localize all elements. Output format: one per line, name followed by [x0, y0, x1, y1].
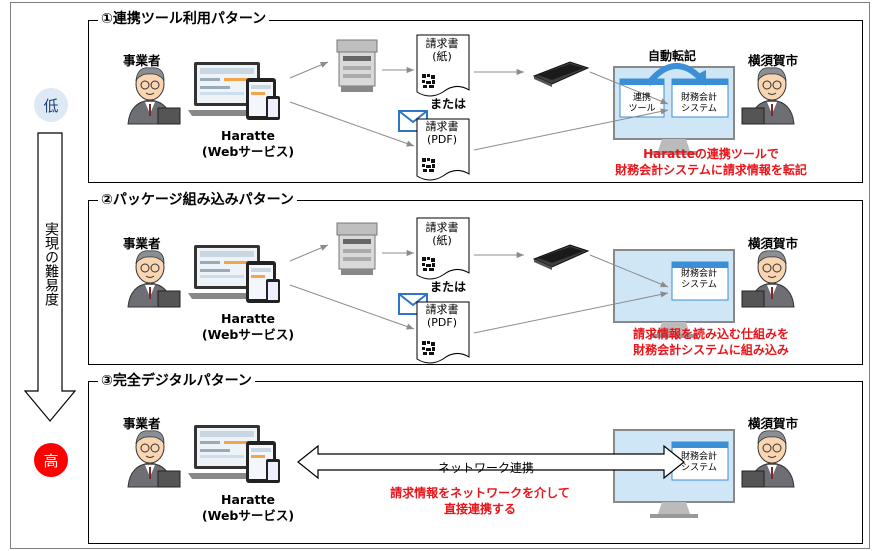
pattern2-note: 請求情報を読み込む仕組みを財務会計システムに組み込み [632, 327, 789, 357]
city-label-3: 横須賀市 [748, 416, 799, 431]
invoice-paper-doc-1 [416, 34, 470, 97]
accounting-window-text-3: 財務会計システム [680, 452, 717, 473]
difficulty-arrow [23, 132, 77, 422]
network-label: ネットワーク連携 [438, 461, 535, 475]
pattern3-title: ③完全デジタルパターン [98, 372, 255, 390]
invoice-paper-text-1: 請求書(紙) [425, 37, 459, 63]
business-label-1: 事業者 [123, 53, 161, 68]
city-monitor-2 [613, 249, 735, 338]
business-label-3: 事業者 [123, 416, 161, 431]
business-person-3 [127, 430, 181, 488]
invoice-paper-doc-2 [416, 217, 470, 280]
city-person-3 [741, 430, 795, 488]
city-person-2 [741, 250, 795, 308]
arrow-scanner-monitor-1 [589, 71, 669, 105]
service-label-3: Haratte(Webサービス) [201, 492, 295, 523]
arrow-printer-paper-2 [382, 249, 414, 257]
high-circle: 高 [34, 443, 68, 477]
invoice-paper-text-2: 請求書(紙) [425, 221, 459, 247]
service-label-2: Haratte(Webサービス) [201, 311, 295, 342]
arrow-pdf-monitor-2 [473, 291, 669, 334]
printer-1 [336, 39, 378, 92]
pattern2-title: ②パッケージ組み込みパターン [98, 191, 297, 209]
difficulty-label: 実現の難易度 [43, 222, 59, 306]
city-label-1: 横須賀市 [748, 53, 799, 68]
or-label-1: または [430, 97, 467, 111]
invoice-pdf-text-1: 請求書(PDF) [425, 120, 459, 146]
high-label: 高 [43, 451, 59, 470]
business-person-1 [127, 67, 181, 125]
arrow-pc-pdf-2 [289, 284, 415, 330]
printer-2 [336, 222, 378, 275]
arrow-pdf-monitor-1 [473, 108, 669, 151]
scanner-1 [532, 61, 590, 87]
arrow-pc-printer-2 [289, 244, 329, 262]
accounting-window-text-2: 財務会計システム [680, 269, 717, 290]
pattern1-note: Haratteの連携ツールで財務会計システムに請求情報を転記 [615, 147, 807, 177]
service-label-1: Haratte(Webサービス) [201, 128, 295, 159]
haratte-devices-3 [188, 425, 280, 483]
business-label-2: 事業者 [123, 236, 161, 251]
low-label: 低 [43, 96, 59, 115]
arrow-paper-scanner-2 [474, 251, 524, 259]
arrow-printer-paper-1 [382, 66, 414, 74]
low-circle: 低 [34, 88, 68, 122]
invoice-pdf-doc-1 [416, 118, 470, 181]
pattern3-note: 請求情報をネットワークを介して直接連携する [390, 486, 570, 516]
accounting-window-text-1: 財務会計システム [680, 93, 717, 114]
city-label-2: 横須賀市 [748, 236, 799, 251]
arrow-scanner-monitor-2 [589, 254, 669, 288]
invoice-pdf-text-2: 請求書(PDF) [425, 303, 459, 329]
business-person-2 [127, 250, 181, 308]
tool-window-text: 連携ツール [628, 93, 656, 114]
outer-frame [10, 2, 870, 549]
city-person-1 [741, 67, 795, 125]
auto-transfer-label: 自動転記 [648, 49, 697, 63]
arrow-pc-printer-1 [289, 61, 329, 79]
invoice-pdf-doc-2 [416, 301, 470, 364]
haratte-devices-1 [188, 62, 280, 120]
scanner-2 [532, 244, 590, 270]
auto-transfer-arrow [645, 62, 706, 86]
arrow-pc-pdf-1 [289, 101, 415, 147]
pattern1-title: ①連携ツール利用パターン [98, 10, 270, 28]
city-monitor-1 [613, 66, 735, 155]
haratte-devices-2 [188, 245, 280, 303]
arrow-paper-scanner-1 [474, 68, 524, 76]
network-arrow [297, 444, 685, 480]
or-label-2: または [430, 280, 467, 294]
